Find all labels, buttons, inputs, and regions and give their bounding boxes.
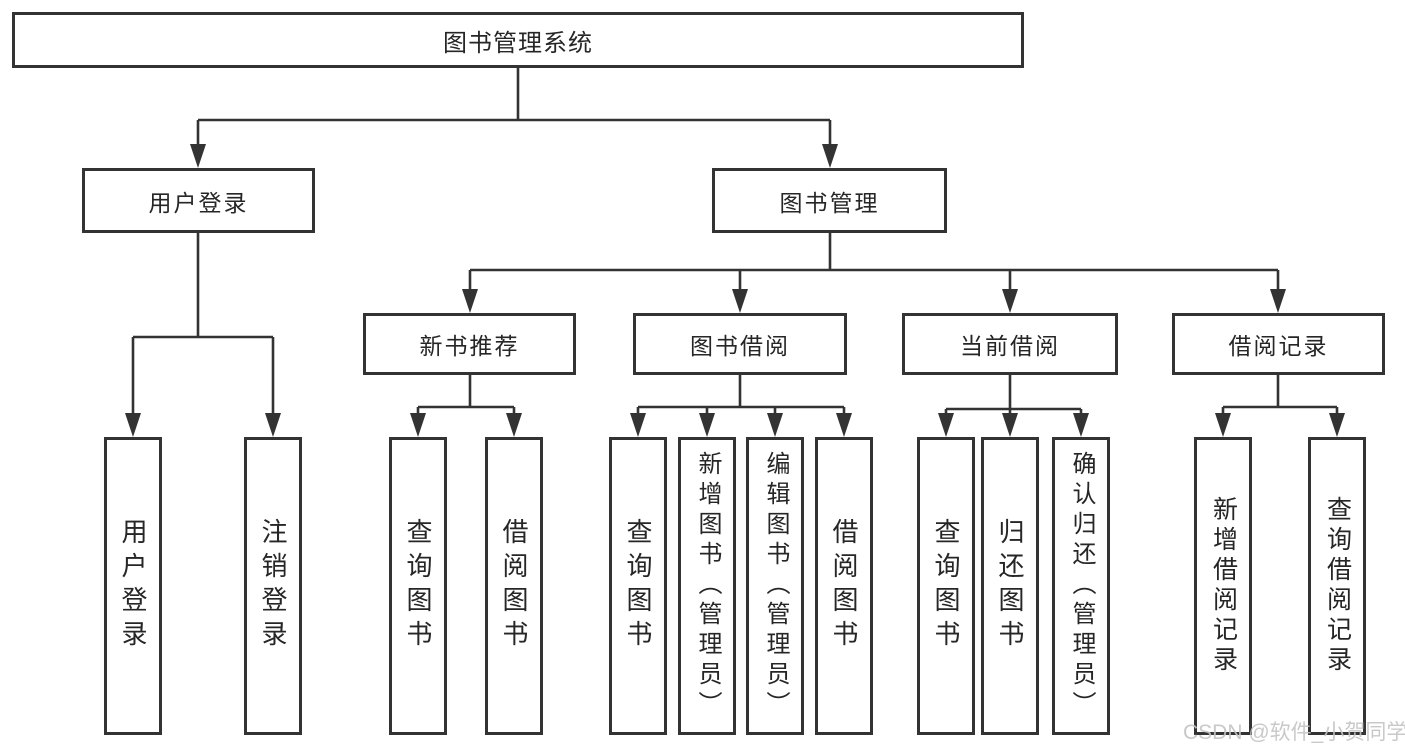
arrowheads — [125, 144, 1345, 437]
leaf-user-login: 用户登录 — [104, 437, 162, 735]
leaf-query-borrow-record: 查询借阅记录 — [1308, 437, 1366, 735]
leaf-confirm-return-admin: 确认归还（管理员） — [1052, 437, 1110, 735]
node-label: 确认归还（管理员） — [1068, 451, 1095, 721]
csdn-watermark: CSDN @软件_小贺同学 — [1183, 721, 1405, 744]
leaf-edit-books-admin: 编辑图书（管理员） — [746, 437, 804, 735]
leaf-borrow-books: 借阅图书 — [815, 437, 873, 735]
node-label: 编辑图书（管理员） — [762, 451, 789, 721]
node-label: 当前借阅 — [960, 333, 1060, 359]
node-book-management: 图书管理 — [712, 168, 947, 233]
node-label: 查询借阅记录 — [1323, 496, 1352, 676]
node-user-login: 用户登录 — [82, 168, 315, 233]
leaf-add-borrow-record: 新增借阅记录 — [1194, 437, 1252, 735]
node-label: 图书管理系统 — [443, 29, 593, 57]
node-current-borrow: 当前借阅 — [902, 313, 1118, 375]
node-label: 查询图书 — [403, 518, 433, 654]
node-label: 注销登录 — [258, 518, 288, 654]
node-label: 新增图书（管理员） — [694, 451, 721, 721]
node-label: 新增借阅记录 — [1209, 496, 1238, 676]
node-label: 借阅记录 — [1228, 333, 1329, 359]
leaf-logout: 注销登录 — [244, 437, 302, 735]
leaf-query-books: 查询图书 — [917, 437, 975, 735]
node-label: 用户登录 — [148, 189, 249, 216]
leaf-query-books: 查询图书 — [609, 437, 667, 735]
node-label: 新书推荐 — [419, 333, 520, 359]
node-label: 查询图书 — [931, 518, 961, 654]
node-library-system: 图书管理系统 — [12, 12, 1024, 68]
leaf-borrow-books: 借阅图书 — [485, 437, 543, 735]
node-label: 图书借阅 — [690, 333, 790, 359]
node-book-borrow: 图书借阅 — [633, 313, 847, 375]
node-label: 用户登录 — [118, 518, 148, 654]
leaf-query-books: 查询图书 — [389, 437, 447, 735]
node-label: 借阅图书 — [499, 518, 529, 654]
node-label: 图书管理 — [779, 189, 880, 216]
node-new-book-recommend: 新书推荐 — [363, 313, 576, 375]
node-borrow-record: 借阅记录 — [1172, 313, 1385, 375]
leaf-add-books-admin: 新增图书（管理员） — [678, 437, 736, 735]
node-label: 借阅图书 — [829, 518, 859, 654]
leaf-return-books: 归还图书 — [981, 437, 1039, 735]
node-label: 归还图书 — [995, 518, 1025, 654]
node-label: 查询图书 — [623, 518, 653, 654]
